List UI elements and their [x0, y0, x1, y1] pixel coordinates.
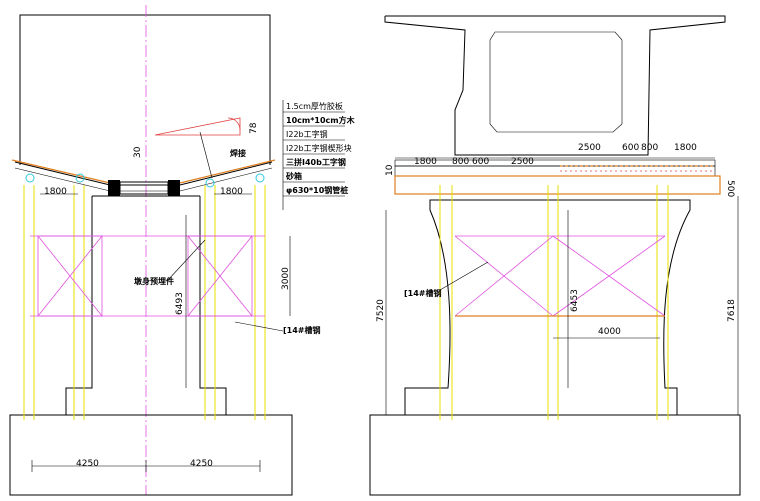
sandbox-block-left	[108, 180, 120, 196]
dim-r-4000: 4000	[598, 327, 621, 337]
dim-r-600-left: 600	[472, 157, 489, 167]
dim-r-6453: 6453	[570, 289, 580, 312]
pier-right	[369, 199, 741, 496]
dim-angle-30: 30	[133, 146, 143, 158]
dim-r-1800-right: 1800	[674, 143, 697, 153]
dim-r-2500-left: 2500	[511, 157, 534, 167]
dim-r-800-left: 800	[452, 157, 469, 167]
dim-bottom-right-4250: 4250	[190, 459, 213, 469]
dim-r-500: 500	[725, 180, 735, 197]
foundation-left	[9, 414, 293, 496]
foundation-right	[369, 414, 741, 496]
label-embedded-part: 墩身预埋件	[134, 276, 174, 286]
dim-height-6493: 6493	[175, 292, 185, 315]
legend-item-5: 三拼I40b工字钢	[286, 157, 346, 167]
dim-r-800-right: 800	[641, 143, 658, 153]
legend-item-6: 砂箱	[285, 171, 302, 181]
wedge-detail	[154, 117, 241, 179]
left-view: 1800 1800 30 78 3000 6493 4250 4250 焊接 墩…	[9, 5, 356, 496]
dim-r-1800-left: 1800	[414, 157, 437, 167]
steel-pipes-right	[439, 185, 669, 420]
dim-angle-78: 78	[249, 122, 259, 134]
dim-r-7520: 7520	[376, 299, 386, 322]
pier-lower-left	[9, 195, 293, 496]
formwork-v	[11, 159, 276, 196]
dim-r-10: 10	[385, 164, 395, 176]
legend-item-1: 1.5cm厚竹胶板	[286, 101, 343, 111]
sandbox-block-right	[168, 180, 180, 196]
dim-bottom-left-4250: 4250	[76, 459, 99, 469]
box-girder	[384, 15, 726, 156]
label-channel-left: [14#槽钢	[283, 325, 321, 335]
dim-height-3000: 3000	[281, 267, 291, 290]
dim-top-left-1800: 1800	[44, 187, 67, 197]
legend-left: 1.5cm厚竹胶板 10cm*10cm方木 I22b工字钢 I22b工字钢楔形块…	[282, 100, 356, 210]
bracing-right	[454, 235, 666, 317]
label-channel-right: [14#槽钢	[404, 288, 442, 298]
legend-item-4: I22b工字钢楔形块	[286, 143, 352, 153]
steel-pipes-left	[23, 185, 266, 420]
dim-r-600-right: 600	[622, 143, 639, 153]
legend-item-3: I22b工字钢	[286, 129, 328, 139]
label-weld: 焊接	[230, 148, 246, 158]
bracing-left	[30, 235, 265, 317]
pier-outline-left	[19, 14, 271, 165]
dim-r-7618: 7618	[727, 299, 737, 322]
crossbeam	[119, 181, 169, 195]
legend-item-7: φ630*10钢管桩	[286, 185, 348, 195]
legend-item-2: 10cm*10cm方木	[286, 115, 356, 125]
right-view: 1800 800 600 2500 2500 600 800 1800 10 5…	[369, 15, 741, 496]
dim-top-right-1800: 1800	[220, 187, 243, 197]
dim-r-2500-right: 2500	[578, 143, 601, 153]
